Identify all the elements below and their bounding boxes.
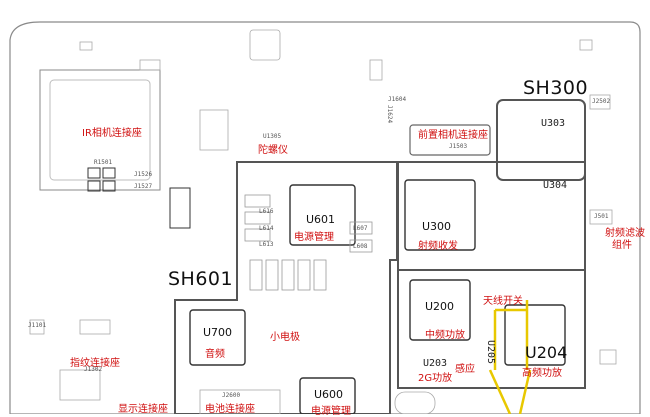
shield-label-sh300: SH300 — [523, 77, 589, 99]
chip-u204 — [504, 304, 566, 366]
ref-l614: L614 — [259, 225, 274, 232]
shield-rf — [397, 161, 586, 389]
annotation-front-camera: 前置相机连接座 — [418, 130, 488, 141]
ref-j2502: J2502 — [592, 98, 611, 105]
front-camera-socket — [409, 124, 491, 156]
ref-j1527: J1527 — [134, 183, 153, 190]
chip-label-u200: U200 — [425, 300, 455, 313]
ref-l616: L616 — [259, 208, 274, 215]
ir-camera-socket — [49, 79, 151, 181]
chip-label-u700: U700 — [203, 326, 233, 339]
ref-l613: L613 — [259, 241, 274, 248]
annotation-display: 显示连接座 — [118, 404, 168, 415]
component-grid-left — [244, 194, 373, 291]
ref-j1604: J1604 — [388, 96, 407, 103]
chip-label-u300: U300 — [422, 220, 452, 233]
chip-label-u303: U303 — [541, 118, 566, 129]
annotation-mid-pa: 中频功放 — [425, 330, 465, 341]
ref-j1302: J1302 — [84, 366, 103, 373]
annotation-small-speaker: 小电极 — [270, 332, 300, 343]
ref-j1503: J1503 — [449, 143, 468, 150]
connector-boxes — [87, 167, 191, 229]
board-outline — [9, 21, 641, 414]
shield-sh300 — [496, 99, 586, 181]
annotation-sensor: 感应 — [455, 364, 475, 375]
annotation-rf-transceiver: 射频收发 — [418, 241, 458, 252]
ref-j1101: J1101 — [28, 322, 47, 329]
chip-u600 — [299, 377, 356, 414]
ref-l608: L608 — [353, 243, 368, 250]
annotation-pmic-u601: 电源管理 — [294, 232, 334, 243]
annotation-2g-pa: 2G功放 — [418, 373, 453, 384]
chip-u601 — [289, 184, 356, 246]
highlight-marks — [488, 300, 532, 414]
annotation-pmic-u600: 电源管理 — [311, 406, 351, 417]
annotation-rf-filter-1: 射频滤波 — [605, 228, 645, 239]
annotation-hf-pa: 高频功放 — [522, 368, 562, 379]
chip-label-u304: U304 — [543, 180, 568, 191]
chip-label-u204: U204 — [525, 343, 568, 362]
ref-u1305: U1305 — [263, 133, 282, 140]
annotation-ir-camera: IR相机连接座 — [82, 128, 142, 139]
ref-l607: L607 — [353, 225, 368, 232]
ir-camera-area — [39, 69, 161, 191]
ref-j1526: J1526 — [134, 171, 153, 178]
chip-label-u205: U205 — [485, 340, 496, 365]
shield-label-sh601: SH601 — [168, 268, 234, 290]
chip-label-u601: U601 — [306, 213, 336, 226]
ref-r1501: R1501 — [94, 159, 113, 166]
annotation-antenna-switch: 天线开关 — [483, 296, 523, 307]
chip-u200 — [409, 279, 471, 341]
annotation-audio: 音频 — [205, 349, 225, 360]
chip-label-u203: U203 — [423, 358, 448, 369]
chip-u700 — [189, 309, 246, 366]
annotation-rf-filter-2: 组件 — [612, 240, 632, 251]
annotation-fingerprint: 指纹连接座 — [70, 358, 120, 369]
chip-u300 — [404, 179, 476, 251]
ref-j2600: J2600 — [222, 392, 241, 399]
ref-j501: J501 — [594, 213, 609, 220]
component-grid-misc — [29, 29, 617, 414]
annotation-battery: 电池连接座 — [205, 404, 255, 415]
chip-label-u600: U600 — [314, 388, 344, 401]
annotation-gyro: 陀螺仪 — [258, 145, 288, 156]
ref-j1624: J1624 — [386, 105, 393, 124]
